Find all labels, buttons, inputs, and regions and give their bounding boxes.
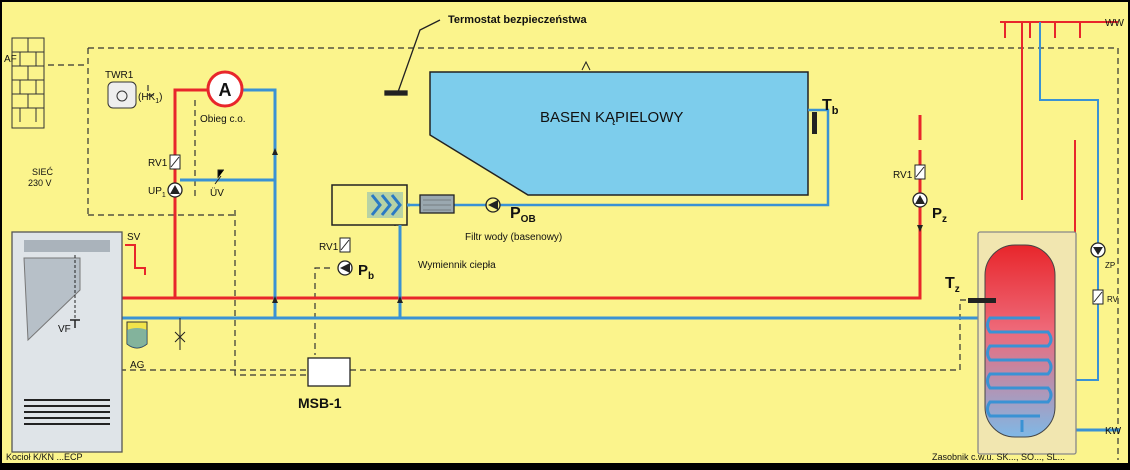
- thermostat-label: Termostat bezpieczeństwa: [448, 14, 587, 26]
- ag-label: AG: [130, 360, 145, 371]
- pool-sensor: [812, 112, 817, 134]
- heating-circuit-symbol: [206, 70, 244, 108]
- water-filter: [419, 194, 455, 214]
- kw-label: KW: [1105, 426, 1122, 437]
- tank-pump-icon: [912, 192, 928, 208]
- rv1-circuit-label: RV1: [148, 158, 168, 169]
- main-return-pipe: [100, 88, 1120, 432]
- twr-label: TWR1: [105, 70, 134, 81]
- hk-label: (HK1): [138, 92, 162, 105]
- pb-label: Pb: [358, 262, 374, 282]
- circulation-pump-icon: [1090, 242, 1106, 258]
- exchanger-label: Wymiennik ciepła: [418, 260, 496, 271]
- pob-label: POB: [510, 205, 536, 225]
- msb-label: MSB-1: [298, 395, 342, 411]
- circuit-label: Obieg c.o.: [200, 114, 246, 125]
- vf-label: VF: [58, 324, 71, 335]
- rv-label: RV: [1107, 295, 1119, 304]
- circulation-line: [1039, 22, 1099, 381]
- boiler-label: Kocioł K/KN ...ECP: [6, 452, 83, 462]
- expansion-tank-icon: [126, 321, 148, 349]
- sv-label: SV: [127, 232, 141, 243]
- exchanger-pump-icon: [337, 260, 353, 276]
- tank-valve-icon: [914, 164, 926, 180]
- diagram-background: [2, 2, 1128, 463]
- uv-label: ÜV: [210, 187, 224, 199]
- zp-label: ZP: [1105, 261, 1115, 270]
- flow-arrows: [272, 148, 923, 303]
- drain-valve-icon: [174, 318, 186, 350]
- voltage-label: 230 V: [28, 178, 52, 188]
- safety-thermostat: [384, 19, 441, 96]
- filter-label: Filtr wody (basenowy): [465, 232, 562, 243]
- exchanger-valve-icon: [339, 237, 351, 253]
- pool-circuit-pipes: [410, 108, 830, 207]
- ww-label: WW: [1105, 18, 1124, 29]
- chimney-icon: [11, 37, 45, 129]
- check-valve-icon: [1092, 289, 1104, 305]
- rv1-exchanger-label: RV1: [319, 242, 339, 253]
- tank-label: Zasobnik c.w.u. SK..., SO..., SL...: [932, 452, 1065, 462]
- boiler: [11, 231, 123, 453]
- pool-pump-icon: [485, 197, 501, 213]
- tz-label: Tz: [945, 275, 960, 295]
- pz-label: Pz: [932, 205, 947, 225]
- pool: [429, 60, 809, 196]
- storage-tank: [977, 231, 1077, 455]
- rv1-tank-label: RV1: [893, 170, 913, 181]
- circuit-symbol-letter: A: [219, 80, 232, 100]
- circuit-valve-icon: [169, 154, 181, 170]
- msb-module: [307, 357, 351, 387]
- safety-valve-icon: [125, 244, 146, 275]
- up-label: UP1: [148, 186, 166, 199]
- room-controller-icon: [107, 81, 137, 109]
- tb-label: Tb: [822, 97, 839, 117]
- pool-label: BASEN KĄPIELOWY: [540, 109, 683, 126]
- heat-exchanger: [331, 184, 408, 226]
- overflow-valve-icon: [214, 169, 224, 185]
- circuit-pump-icon: [167, 182, 183, 198]
- network-label: SIEĆ: [32, 167, 54, 177]
- tank-sensor: [968, 298, 996, 303]
- af-label: AF: [4, 54, 17, 65]
